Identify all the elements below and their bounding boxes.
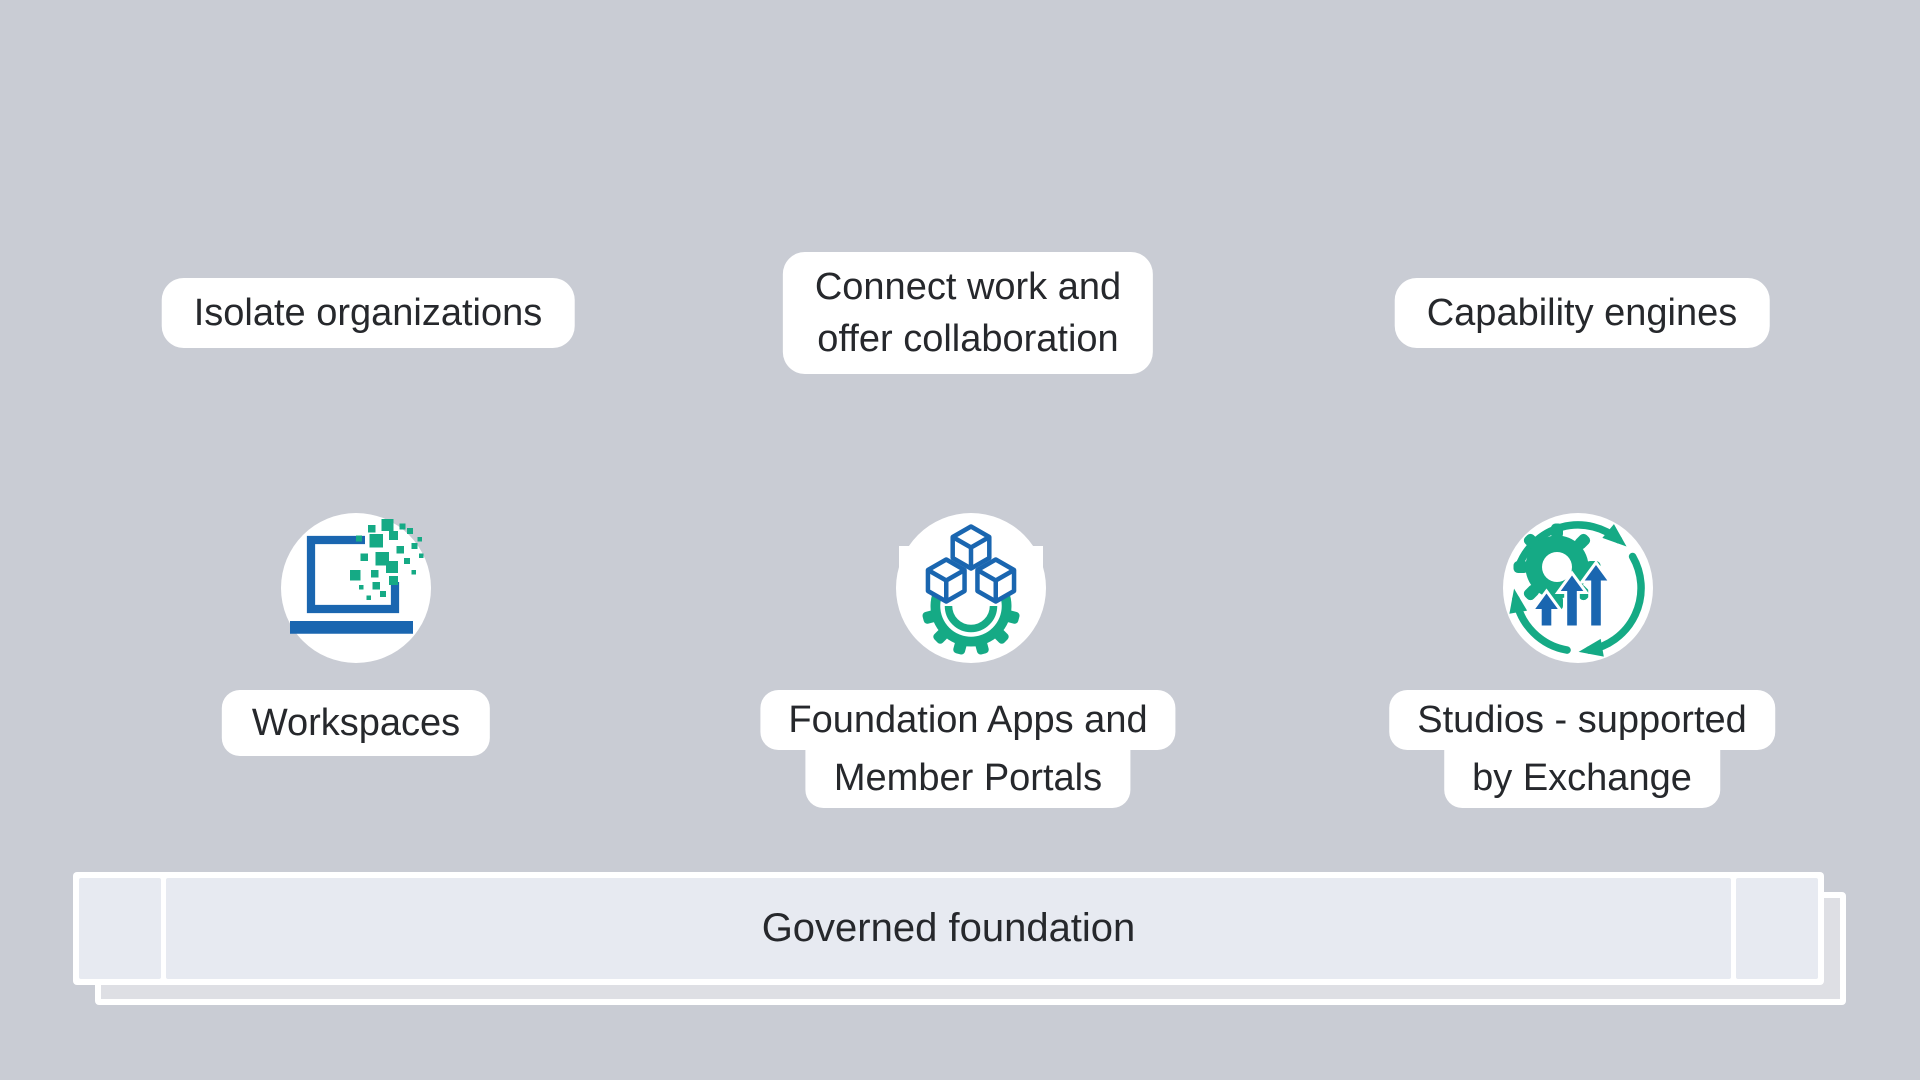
- top-label-text-line1: Connect work and: [814, 266, 1122, 308]
- caption-text-line1: Studios - supported: [1389, 690, 1775, 750]
- studios-icon-circle: [1503, 513, 1653, 663]
- laptop-pixels-icon: [290, 519, 424, 634]
- gear-growth-cycle-icon: [1509, 521, 1645, 657]
- caption-text: Workspaces: [221, 690, 491, 756]
- foundation-bar-main-segment: Governed foundation: [166, 878, 1731, 979]
- caption-text-line1: Foundation Apps and: [760, 690, 1176, 750]
- pixel-scatter: [350, 519, 424, 600]
- workspaces-icon-circle: [281, 513, 431, 663]
- caption-text-line2: by Exchange: [1444, 750, 1720, 808]
- cubes-gear-icon: [899, 524, 1043, 655]
- top-label-capability-engines: Capability engines: [1394, 278, 1770, 348]
- cycle-arrowheads: [1509, 524, 1627, 657]
- top-label-connect-work: Connect work and offer collaboration: [782, 252, 1154, 374]
- foundation-bar-left-segment: [79, 878, 161, 979]
- foundation-bar-label: Governed foundation: [761, 906, 1136, 950]
- foundation-bar-right-segment: [1736, 878, 1818, 979]
- caption-workspaces: Workspaces: [221, 690, 491, 756]
- foundation-bar: Governed foundation: [73, 872, 1824, 985]
- caption-text-line2: Member Portals: [805, 750, 1131, 808]
- growth-arrows: [1529, 559, 1614, 629]
- cubes: [925, 524, 1017, 604]
- top-label-text: Capability engines: [1426, 292, 1738, 334]
- caption-foundation-apps: Foundation Apps and Member Portals: [760, 690, 1176, 808]
- top-label-text: Isolate organizations: [193, 292, 543, 334]
- caption-studios-exchange: Studios - supported by Exchange: [1389, 690, 1775, 808]
- top-label-isolate-organizations: Isolate organizations: [161, 278, 575, 348]
- foundation-apps-icon-circle: [896, 513, 1046, 663]
- top-label-text-line2: offer collaboration: [817, 318, 1119, 360]
- gear-hole: [1542, 552, 1572, 582]
